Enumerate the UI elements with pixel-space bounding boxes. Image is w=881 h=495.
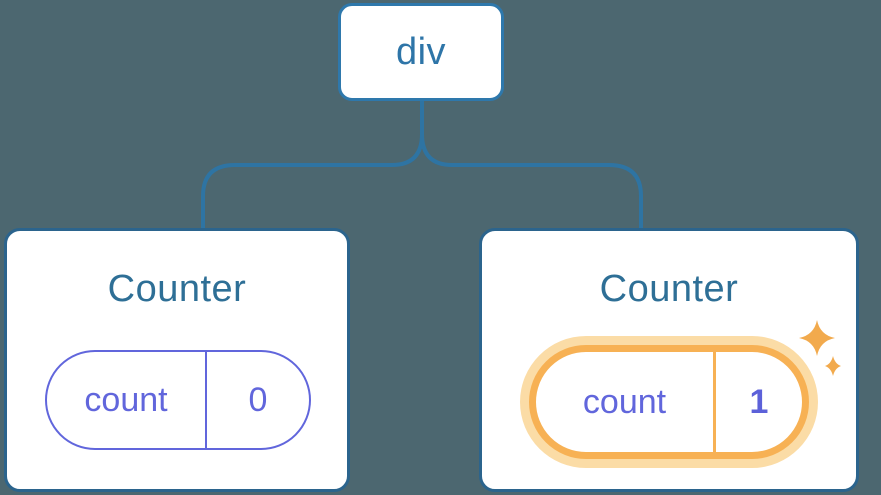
component-title-left: Counter — [107, 268, 247, 310]
state-key-label: count — [47, 352, 207, 448]
sparkle-icon-small — [825, 356, 841, 376]
tree-node-counter-right: Counter count 1 — [479, 228, 859, 492]
state-value-label: 1 — [749, 382, 769, 421]
component-title-right: Counter — [599, 268, 739, 310]
state-pill-left: count 0 — [45, 350, 311, 450]
state-key-label: count — [536, 352, 716, 452]
connector-left-branch — [201, 100, 424, 230]
tree-node-div: div — [338, 3, 504, 101]
sparkle-icon-large — [799, 320, 835, 356]
connector-right-branch — [420, 100, 643, 230]
state-pill-right-highlighted: count 1 — [529, 345, 809, 459]
tree-node-counter-left: Counter count 0 — [4, 228, 350, 492]
sparkle-icons — [799, 320, 841, 376]
div-node-label: div — [395, 30, 447, 73]
state-value-label: 0 — [248, 380, 268, 419]
